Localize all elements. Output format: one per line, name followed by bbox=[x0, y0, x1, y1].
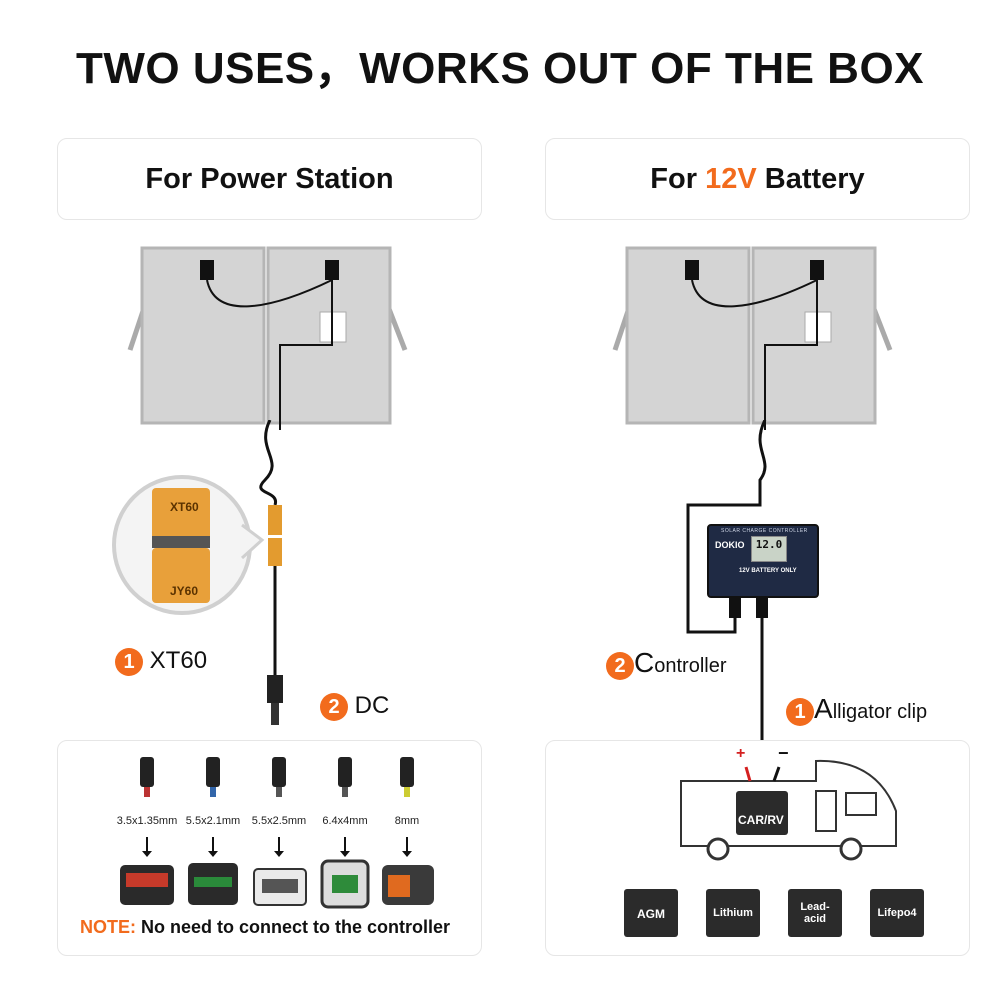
battery-lithium: Lithium bbox=[706, 889, 760, 937]
solar-panel-left bbox=[127, 246, 408, 430]
step-number: 1 bbox=[115, 647, 143, 676]
battery-label: Lifepo4 bbox=[877, 907, 917, 919]
display-value: 12.0 bbox=[755, 538, 783, 551]
connector-size: 6.4x4mm bbox=[322, 815, 368, 827]
step-number: 2 bbox=[320, 692, 348, 721]
power-station-panel: 3.5x1.35mm 5.5x2.1mm 5.5x2.5mm 6.4x4mm 8… bbox=[57, 740, 482, 956]
battery-header: For 12V Battery bbox=[545, 138, 970, 220]
power-station-title: For Power Station bbox=[145, 163, 394, 195]
battery-panel: + − CAR/RV AGM Lithium Lead- acid Lifepo… bbox=[545, 740, 970, 956]
xt60-top-label: XT60 bbox=[170, 500, 199, 514]
battery-label: Lithium bbox=[713, 907, 753, 919]
page-title: TWO USES，WORKS OUT OF THE BOX bbox=[75, 44, 925, 93]
xt60-bottom-label: JY60 bbox=[170, 584, 199, 598]
voltage-highlight: 12V bbox=[705, 163, 757, 195]
rv-illustration bbox=[680, 759, 897, 861]
step-xt60: 1 XT60 bbox=[115, 647, 207, 676]
plus-terminal: + bbox=[736, 745, 746, 762]
note-prefix: NOTE: bbox=[80, 917, 136, 937]
rv-battery-label: CAR/RV bbox=[738, 813, 784, 827]
battery-lead-acid: Lead- acid bbox=[788, 889, 842, 937]
battery-label: Lead- bbox=[800, 901, 830, 913]
dc-cable bbox=[259, 420, 283, 725]
battery-label: acid bbox=[803, 913, 826, 925]
battery-label: AGM bbox=[637, 907, 665, 921]
minus-terminal: − bbox=[778, 743, 789, 763]
connector-size: 3.5x1.35mm bbox=[116, 815, 178, 827]
controller-brand: DOKIO bbox=[715, 540, 745, 550]
connector-size: 5.5x2.5mm bbox=[251, 815, 307, 827]
controller-badge: 12V BATTERY ONLY bbox=[739, 568, 797, 574]
step-number: 2 bbox=[606, 651, 634, 680]
battery-lifepo4: Lifepo4 bbox=[870, 889, 924, 937]
charge-controller: SOLAR CHARGE CONTROLLER DOKIO 12.0 12V B… bbox=[707, 524, 819, 598]
step-number: 1 bbox=[786, 697, 814, 726]
power-stations-row bbox=[120, 837, 434, 909]
connector-size: 5.5x2.1mm bbox=[185, 815, 241, 827]
battery-title: For 12V Battery bbox=[650, 163, 865, 195]
battery-agm: AGM bbox=[624, 889, 678, 937]
step-dc: 2 DC bbox=[320, 692, 389, 721]
connector-size: 8mm bbox=[394, 815, 420, 827]
controller-display: 12.0 bbox=[751, 536, 787, 562]
xt60-zoom bbox=[112, 475, 265, 615]
connection-note: NOTE: No need to connect to the controll… bbox=[80, 917, 451, 937]
controller-cables bbox=[686, 420, 772, 766]
solar-panel-right bbox=[612, 246, 893, 430]
controller-title: SOLAR CHARGE CONTROLLER bbox=[721, 528, 808, 534]
power-station-header: For Power Station bbox=[57, 138, 482, 220]
dc-connector-tips bbox=[140, 757, 414, 797]
